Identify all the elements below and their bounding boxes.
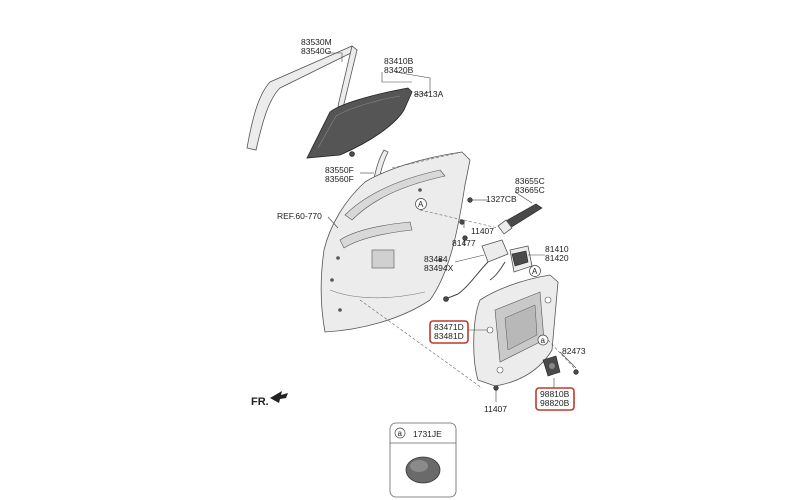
front-direction-indicator: FR. (251, 391, 288, 408)
assembly-lines (359, 151, 577, 389)
svg-text:A: A (418, 200, 424, 209)
label-bolt-top: 1327CB (486, 194, 517, 204)
latch-cable (443, 239, 509, 302)
window-regulator-module (473, 274, 559, 387)
label-glass-sub: 83413A (414, 89, 444, 99)
label-lower-channel-2: 83560F (325, 174, 354, 184)
label-bolt-bottom: 11407 (484, 404, 507, 414)
svg-text:a: a (541, 336, 546, 345)
label-run-channel-2: 83540G (301, 46, 331, 56)
door-glass (306, 87, 413, 159)
label-bolt-mid: 11407 (471, 226, 494, 236)
bolts (459, 197, 579, 391)
label-run-channel-1: 83530M (301, 37, 332, 47)
label-motor-2: 98820B (540, 398, 570, 408)
callout-a-door: A (415, 198, 427, 210)
label-weatherstrip-2: 83665C (515, 185, 545, 195)
channel-clip (349, 151, 355, 157)
highlight-module (429, 320, 469, 344)
label-module-2: 83481D (434, 331, 464, 341)
callout-a-module: A (529, 265, 541, 277)
label-latch-1: 81410 (545, 244, 569, 254)
label-bolt-mid2: 81477 (452, 238, 476, 248)
inset-plug-detail: a 1731JE (389, 422, 457, 498)
callout-a-small: a (537, 334, 549, 346)
door-inner-panel (320, 151, 471, 333)
svg-text:A: A (532, 267, 538, 276)
label-glass-2: 83420B (384, 65, 414, 75)
label-motor-1: 98810B (540, 389, 570, 399)
label-cable-2: 83494X (424, 263, 454, 273)
label-glass-1: 83410B (384, 56, 414, 66)
label-inset-part: 1731JE (413, 429, 442, 439)
leader-lines (326, 52, 577, 402)
label-ref: REF.60-770 (277, 211, 322, 221)
label-screw: 82473 (562, 346, 586, 356)
label-latch-2: 81420 (545, 253, 569, 263)
label-weatherstrip-1: 83655C (515, 176, 545, 186)
svg-text:a: a (398, 429, 403, 438)
door-latch (509, 245, 533, 273)
highlight-motor (535, 387, 575, 411)
label-lower-channel-1: 83550F (325, 165, 354, 175)
outer-handle (497, 203, 543, 235)
front-arrow-icon (270, 391, 288, 403)
label-cable-1: 83484 (424, 254, 448, 264)
label-module-1: 83471D (434, 322, 464, 332)
svg-text:FR.: FR. (251, 396, 269, 408)
regulator-motor (542, 355, 561, 377)
